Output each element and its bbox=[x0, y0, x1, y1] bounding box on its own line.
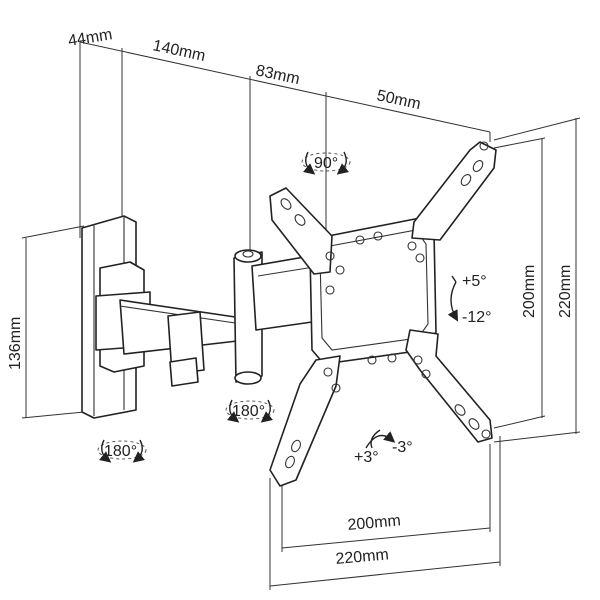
dim-vesa-v-inner: 200mm bbox=[521, 265, 538, 318]
dim-plate-height: 136mm bbox=[7, 317, 24, 370]
label-level-minus: -3° bbox=[392, 439, 413, 456]
rotation-arm-icon bbox=[225, 399, 275, 423]
label-tilt-down: -12° bbox=[462, 309, 492, 326]
label-top-rotation: 90° bbox=[314, 155, 338, 172]
level-icon bbox=[365, 429, 396, 449]
label-level-plus: +3° bbox=[354, 449, 379, 466]
left-dimension-lines bbox=[21, 225, 85, 419]
vesa-plate bbox=[269, 141, 497, 487]
dim-arm-2: 83mm bbox=[254, 62, 301, 88]
rotation-wall-icon bbox=[97, 439, 147, 463]
rotation-top-icon bbox=[301, 151, 351, 175]
dim-vesa-h-outer: 220mm bbox=[335, 546, 390, 568]
arm-1 bbox=[119, 299, 247, 387]
dim-vesa-v-outer: 220mm bbox=[557, 265, 574, 318]
tilt-icon bbox=[447, 275, 459, 322]
dim-head-offset: 50mm bbox=[375, 87, 422, 113]
dim-wall-depth: 44mm bbox=[67, 26, 114, 50]
dim-arm-1: 140mm bbox=[151, 37, 207, 65]
label-arm-swivel: 180° bbox=[232, 403, 265, 420]
dim-vesa-h-inner: 200mm bbox=[347, 512, 402, 534]
label-wall-swivel: 180° bbox=[104, 443, 137, 460]
right-dimension-lines bbox=[493, 117, 581, 443]
top-dimension-lines bbox=[79, 41, 491, 250]
label-tilt-up: +5° bbox=[462, 273, 487, 290]
